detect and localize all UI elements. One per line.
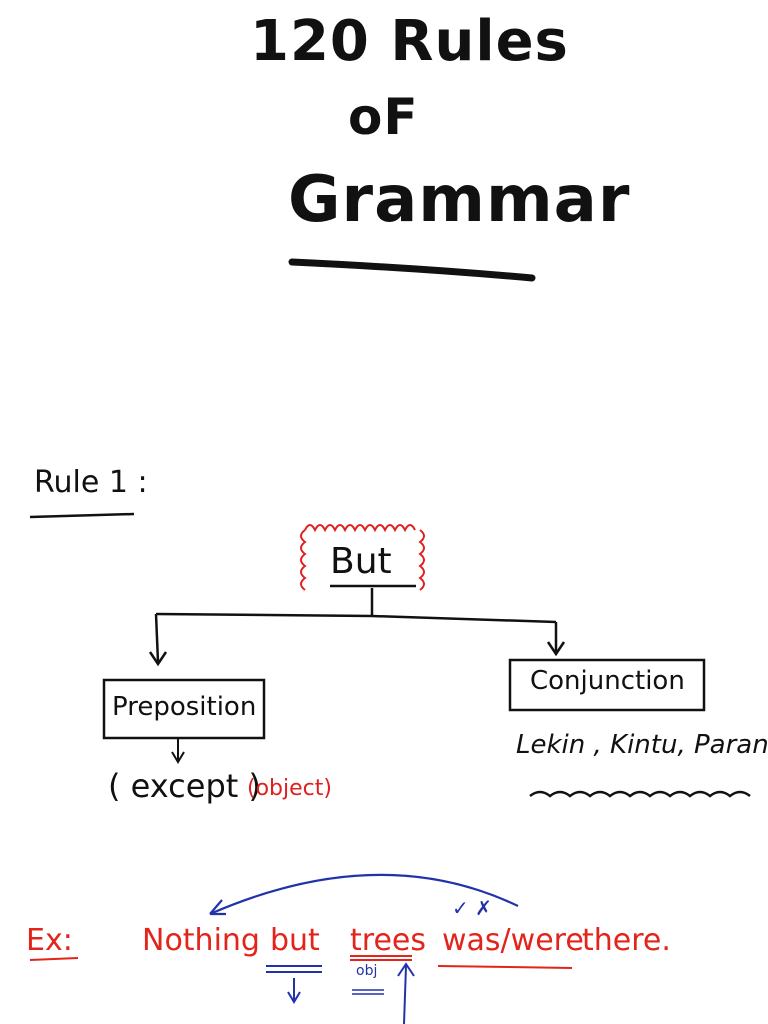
trees-up-arrow: [397, 962, 415, 1024]
object-note: (object): [247, 776, 332, 801]
title-line-1: 120 Rules: [250, 9, 569, 74]
example-word: Nothing: [142, 923, 260, 958]
rule-underline: [29, 512, 135, 519]
but-down-arrow: [287, 978, 301, 1004]
left-arrow: [148, 613, 168, 667]
example-word: trees: [350, 923, 426, 958]
example-word: but: [270, 923, 320, 958]
example-word: there.: [582, 923, 671, 958]
tree-bar: [155, 612, 557, 624]
example-word: was/were: [442, 923, 584, 958]
waswere-underline: [437, 965, 573, 969]
but-wavy-box: [300, 524, 425, 591]
prep-down-arrow: [171, 738, 185, 764]
obj-underline: [352, 989, 384, 995]
except-meaning: ( except ): [108, 767, 261, 805]
hindi-meanings: Lekin , Kintu, Parantu: [516, 730, 768, 760]
title-underline: [288, 258, 536, 282]
example-arc: [209, 873, 519, 916]
preposition-label: Preposition: [112, 692, 257, 722]
root-word: But: [330, 541, 392, 582]
ex-underline: [29, 957, 79, 961]
conjunction-box: [508, 658, 706, 712]
rule-label: Rule 1 :: [34, 465, 148, 500]
right-arrow: [546, 622, 566, 657]
title-line-3: Grammar: [288, 163, 631, 237]
example-arc-head: [209, 899, 226, 916]
but-double-underline: [266, 965, 322, 973]
title-line-2: oF: [348, 88, 419, 146]
preposition-box: [102, 678, 266, 740]
check-cross-marks: ✓ ✗: [452, 896, 492, 920]
obj-note: obj: [356, 963, 378, 979]
trees-double-underline: [350, 955, 412, 961]
example-label: Ex:: [26, 923, 73, 958]
conjunction-label: Conjunction: [530, 666, 685, 696]
hindi-wavy-underline: [529, 790, 751, 798]
